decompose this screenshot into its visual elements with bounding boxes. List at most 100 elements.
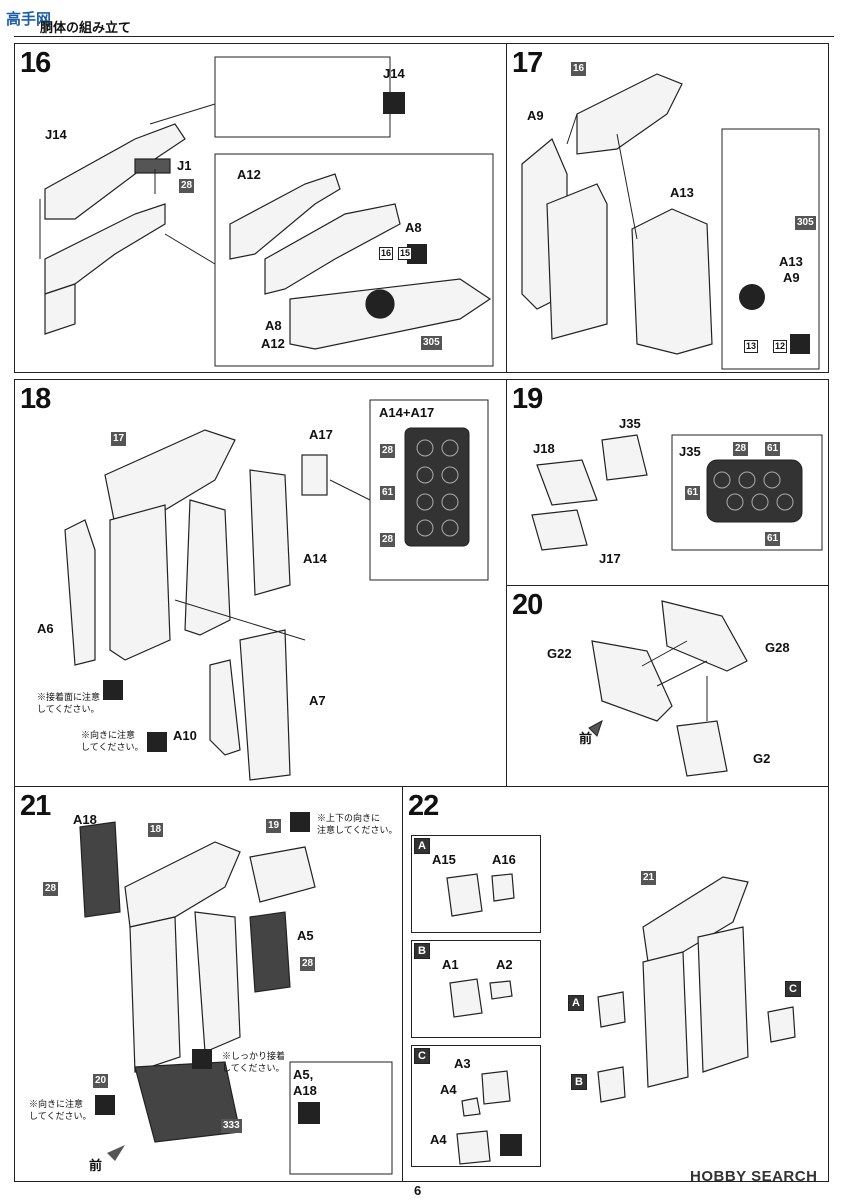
step-21-illustration	[79, 812, 393, 1175]
label-j17: J17	[599, 551, 621, 566]
letter-b: B	[414, 943, 430, 959]
label-a9: A9	[527, 108, 544, 123]
step-number: 20	[512, 589, 543, 621]
label-a13-detail: A13	[779, 254, 803, 269]
note-adhesion-line1: ※接着面に注意	[37, 692, 101, 702]
parts-a15-a16	[446, 873, 515, 917]
label-a4-bottom: A4	[430, 1132, 447, 1147]
label-a14: A14	[303, 551, 327, 566]
letter-a-main: A	[568, 995, 584, 1011]
tag-61-bottom: 61	[765, 532, 781, 546]
tag-28-bottom: 28	[380, 533, 396, 547]
site-watermark: 高手网	[2, 2, 72, 36]
label-j1: J1	[177, 158, 192, 173]
hobby-search-text: HOBBY SEARCH	[690, 1168, 818, 1185]
header-rule	[14, 36, 834, 37]
label-a9-detail: A9	[783, 270, 800, 285]
note-firm-line1: ※しっかり接着	[222, 1051, 286, 1061]
label-a5-a18-line2: A18	[293, 1083, 317, 1098]
label-a6: A6	[37, 621, 54, 636]
label-j14-detail: J14	[383, 66, 405, 81]
letter-b-main: B	[571, 1074, 587, 1090]
step-16-panel: 16 J14 J1 28 J14 A12 A8 16 15 A8 A12 305	[14, 43, 507, 373]
label-a16: A16	[492, 852, 516, 867]
letter-a: A	[414, 838, 430, 854]
letter-c-main: C	[785, 981, 801, 997]
step-number: 22	[408, 790, 439, 822]
tag-28-right: 28	[300, 957, 316, 971]
hobby-search-logo: HOBBY SEARCH	[690, 1168, 840, 1190]
label-a17: A17	[309, 427, 333, 442]
tag-61-top: 61	[765, 442, 781, 456]
label-a3: A3	[454, 1056, 471, 1071]
step-number: 17	[512, 47, 543, 79]
label-front: 前	[579, 731, 593, 746]
note-adhesion-line2: してください。	[37, 704, 100, 714]
tag-28: 28	[179, 179, 195, 193]
step-20-illustration	[588, 600, 748, 777]
sub-assembly-b: B A1 A2	[411, 940, 541, 1038]
label-a18: A18	[73, 812, 97, 827]
ref-step-16: 16	[571, 62, 587, 76]
step-17-panel: 17 16 A9 A13 305 A13 A9 13 12	[506, 43, 829, 373]
ref-step-17: 17	[111, 432, 127, 446]
step-number: 19	[512, 383, 543, 415]
tag-28-top: 28	[380, 444, 396, 458]
sub-assembly-a: A A15 A16	[411, 835, 541, 933]
label-j35-detail: J35	[679, 444, 701, 459]
letter-c: C	[414, 1048, 430, 1064]
tag-28: 28	[733, 442, 749, 456]
label-a7: A7	[309, 693, 326, 708]
tag-16: 16	[379, 247, 394, 260]
note-orientation-line2: してください。	[81, 742, 144, 752]
label-a15: A15	[432, 852, 456, 867]
detail-title-a14-a17: A14+A17	[379, 405, 435, 420]
step-22-panel: 22 A A15 A16 B A1 A2 C A3 A4 A4	[402, 786, 829, 1182]
step-number: 16	[20, 47, 51, 79]
label-a4: A4	[440, 1082, 457, 1097]
note-orientation-line1: ※向きに注意	[29, 1099, 84, 1109]
label-a1: A1	[442, 957, 459, 972]
note-firm-line2: してください。	[222, 1063, 285, 1073]
step-22-illustration	[597, 876, 796, 1103]
note-orientation-line1: ※向きに注意	[81, 730, 136, 740]
step-16-illustration	[39, 56, 494, 367]
tag-61-left: 61	[685, 486, 701, 500]
tag-12: 12	[773, 340, 788, 353]
step-21-panel: 21 A18 28 18 19 ※上下の向きに 注意してください。 A5 28 …	[14, 786, 403, 1182]
tag-15: 15	[398, 247, 413, 260]
page-number: 6	[414, 1183, 422, 1198]
step-number: 18	[20, 383, 51, 415]
parts-a3-a4	[456, 1070, 522, 1165]
step-17-illustration	[521, 73, 820, 370]
tag-305: 305	[795, 216, 816, 230]
label-front: 前	[89, 1158, 103, 1173]
parts-a1-a2	[449, 978, 513, 1018]
label-g22: G22	[547, 646, 572, 661]
label-a8-bottom: A8	[265, 318, 282, 333]
tag-13: 13	[744, 340, 759, 353]
ref-step-18: 18	[148, 823, 164, 837]
label-j18: J18	[533, 441, 555, 456]
tag-305: 305	[421, 336, 442, 350]
label-a8: A8	[405, 220, 422, 235]
note-orientation-line2: してください。	[29, 1111, 92, 1121]
section-title: 胴体の組み立て	[40, 20, 132, 35]
ref-step-20: 20	[93, 1074, 109, 1088]
step-18-illustration	[64, 399, 489, 781]
label-a13: A13	[670, 185, 694, 200]
ref-step-21: 21	[641, 871, 657, 885]
label-a12: A12	[237, 167, 261, 182]
ref-step-19: 19	[266, 819, 282, 833]
step-19-panel: 19 J35 J18 J17 J35 28 61 61 61	[506, 379, 829, 586]
tag-28-left: 28	[43, 882, 59, 896]
step-number: 21	[20, 790, 51, 822]
label-a10: A10	[173, 728, 197, 743]
label-a2: A2	[496, 957, 513, 972]
label-a5: A5	[297, 928, 314, 943]
note-updown-line2: 注意してください。	[317, 825, 398, 835]
label-j14: J14	[45, 127, 67, 142]
label-a12-bottom: A12	[261, 336, 285, 351]
watermark-text: 高手网	[6, 11, 52, 28]
label-g2: G2	[753, 751, 771, 766]
